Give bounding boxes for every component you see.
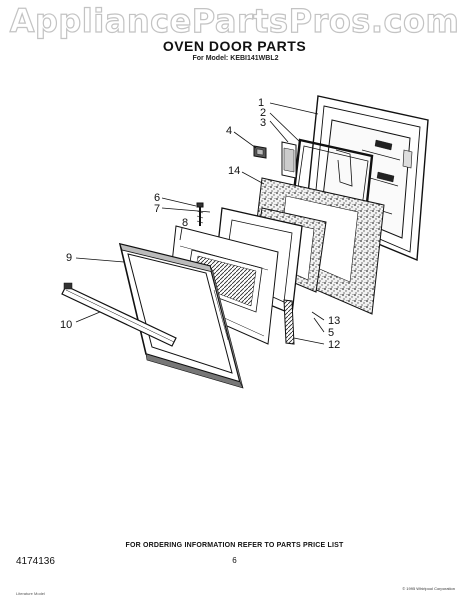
callout-14: 14 [228,165,240,177]
callout-9: 9 [66,252,72,264]
door-handle [61,282,177,347]
model-number: KEBI141WBL2 [230,55,279,62]
door-screw [196,202,204,226]
callout-1: 1 [258,97,264,109]
callout-6: 6 [154,192,160,204]
callout-10: 10 [60,319,72,331]
model-line: For Model:KEBI141WBL2 [0,55,469,62]
callout-3: 3 [260,117,266,129]
ordering-info-note: FOR ORDERING INFORMATION REFER TO PARTS … [125,542,344,549]
door-clip [253,145,267,159]
callout-13: 13 [328,315,340,327]
literature-note: Literature Model [16,591,45,596]
model-prefix: For Model: [192,55,229,62]
callout-7: 7 [154,203,160,215]
copyright-notice: © 1995 Whirlpool Corporation [402,586,455,591]
page-number: 6 [232,556,237,565]
callout-8: 8 [182,217,188,229]
outer-door-frame [118,242,244,389]
page-title: OVEN DOOR PARTS [162,38,307,54]
watermark: AppliancePartsPros.com [9,1,460,40]
trim-strip [283,299,295,345]
document-number: 4174136 [16,556,55,567]
callout-12: 12 [328,339,340,351]
callout-5: 5 [328,327,334,339]
callout-leaders [75,102,325,345]
callout-labels: 1 2 3 4 5 6 7 8 9 10 12 13 14 [60,97,340,351]
callout-4: 4 [226,125,232,137]
callout-2: 2 [260,107,266,119]
gasket-bracket [281,141,297,179]
